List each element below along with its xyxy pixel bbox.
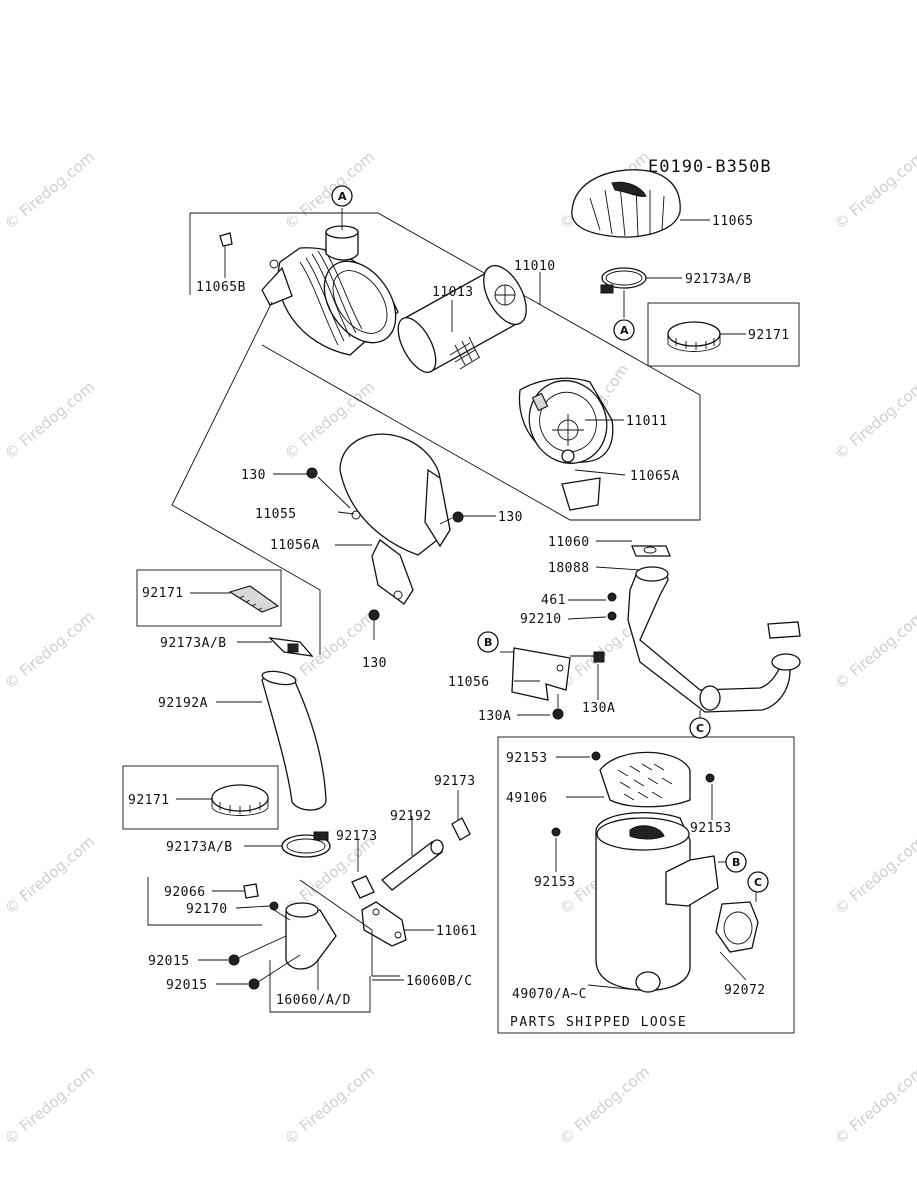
label-49106: 49106 [506, 791, 548, 806]
muffler-guard [551, 751, 715, 837]
label-92171-mid: 92171 [142, 586, 184, 601]
svg-text:A: A [620, 324, 629, 337]
label-92015-b: 92015 [166, 978, 208, 993]
watermark: © Firedog.com [831, 1063, 917, 1148]
label-49070: 49070/A~C [512, 987, 587, 1002]
diagram-code: E0190-B350B [648, 157, 772, 177]
box-92171-top [647, 302, 800, 367]
exhaust-pipe [607, 545, 801, 713]
label-92173: 92173 [434, 774, 476, 789]
label-16060ad: 16060/A/D [276, 993, 351, 1008]
muffler [595, 811, 759, 993]
outline-lines [171, 301, 321, 655]
ref-marker-b-bracket: B [477, 631, 499, 653]
label-92173ab-low: 92173A/B [166, 840, 233, 855]
rain-cap [571, 169, 681, 294]
watermark: © Firedog.com [831, 378, 917, 463]
clamp-92171-low [211, 784, 269, 816]
label-92210: 92210 [520, 612, 562, 627]
clamp-92173ab-low [281, 831, 331, 858]
label-130a-1: 130A [582, 701, 615, 716]
label-92192a: 92192A [158, 696, 208, 711]
ref-marker-c-muffler: C [747, 871, 769, 893]
watermark: © Firedog.com [1, 1063, 98, 1148]
svg-text:C: C [754, 876, 762, 889]
watermark: © Firedog.com [1, 148, 98, 233]
svg-text:A: A [338, 190, 347, 203]
label-11065b: 11065B [196, 280, 246, 295]
label-18088: 18088 [548, 561, 590, 576]
label-92170: 92170 [186, 902, 228, 917]
ref-marker-a-top: A [331, 185, 353, 207]
filter-element [397, 264, 527, 373]
label-11013: 11013 [432, 285, 474, 300]
label-130a-2: 130A [478, 709, 511, 724]
label-130-c: 130 [362, 656, 387, 671]
label-92153-b: 92153 [690, 821, 732, 836]
svg-text:B: B [732, 856, 740, 869]
label-92153-a: 92153 [506, 751, 548, 766]
svg-text:B: B [484, 636, 492, 649]
label-11060: 11060 [548, 535, 590, 550]
label-92015-a: 92015 [148, 954, 190, 969]
label-92173ab-mid: 92173A/B [160, 636, 227, 651]
watermark: © Firedog.com [1, 378, 98, 463]
clamp-92173ab-mid [268, 637, 314, 657]
watermark: © Firedog.com [831, 833, 917, 918]
watermark: © Firedog.com [281, 1063, 378, 1148]
label-92171-low: 92171 [128, 793, 170, 808]
ref-marker-a-cap: A [613, 319, 635, 341]
box-92171-mid [136, 569, 282, 627]
intake-elbow [228, 883, 407, 990]
box-92171-low [122, 765, 279, 830]
leader-lines [176, 208, 757, 991]
label-92173ab-top: 92173A/B [685, 272, 752, 287]
clamp-92171-mid [228, 585, 280, 613]
label-11011: 11011 [626, 414, 668, 429]
label-92192: 92192 [390, 809, 432, 824]
shipped-loose-box [497, 736, 795, 1034]
svg-text:C: C [696, 722, 704, 735]
label-11065a: 11065A [630, 469, 680, 484]
shipped-loose-note: PARTS SHIPPED LOOSE [510, 1015, 687, 1030]
label-130-a: 130 [241, 468, 266, 483]
label-130-b: 130 [498, 510, 523, 525]
watermark: © Firedog.com [1, 833, 98, 918]
clamp-92171-top [667, 321, 721, 352]
watermark: © Firedog.com [281, 148, 378, 233]
ref-marker-c-pipe: C [689, 717, 711, 739]
bracket-11055 [306, 433, 464, 640]
label-16060bc: 16060B/C [406, 974, 473, 989]
watermark: © Firedog.com [1, 608, 98, 693]
label-461: 461 [541, 593, 566, 608]
label-92173-b: 92173 [336, 829, 378, 844]
bracket-11056 [511, 647, 605, 720]
elbow-frames [147, 877, 400, 1013]
label-92171-top: 92171 [748, 328, 790, 343]
label-11065: 11065 [712, 214, 754, 229]
ref-marker-b-muffler: B [725, 851, 747, 873]
intake-hose-92192a [261, 670, 327, 811]
label-92072: 92072 [724, 983, 766, 998]
air-cleaner-cover [518, 377, 614, 511]
watermark: © Firedog.com [831, 608, 917, 693]
part-labels: 11065 92173A/B 92171 11010 11013 11065B … [128, 214, 790, 1030]
label-92066: 92066 [164, 885, 206, 900]
watermark: © Firedog.com [556, 1063, 653, 1148]
breather-hose-92192 [351, 817, 471, 899]
label-11056a: 11056A [270, 538, 320, 553]
air-cleaner-housing [219, 225, 399, 356]
watermark: © Firedog.com [831, 148, 917, 233]
label-11056: 11056 [448, 675, 490, 690]
label-11055: 11055 [255, 507, 297, 522]
label-92153-c: 92153 [534, 875, 576, 890]
air-cleaner-frame [189, 212, 701, 521]
label-11061: 11061 [436, 924, 478, 939]
label-11010: 11010 [514, 259, 556, 274]
